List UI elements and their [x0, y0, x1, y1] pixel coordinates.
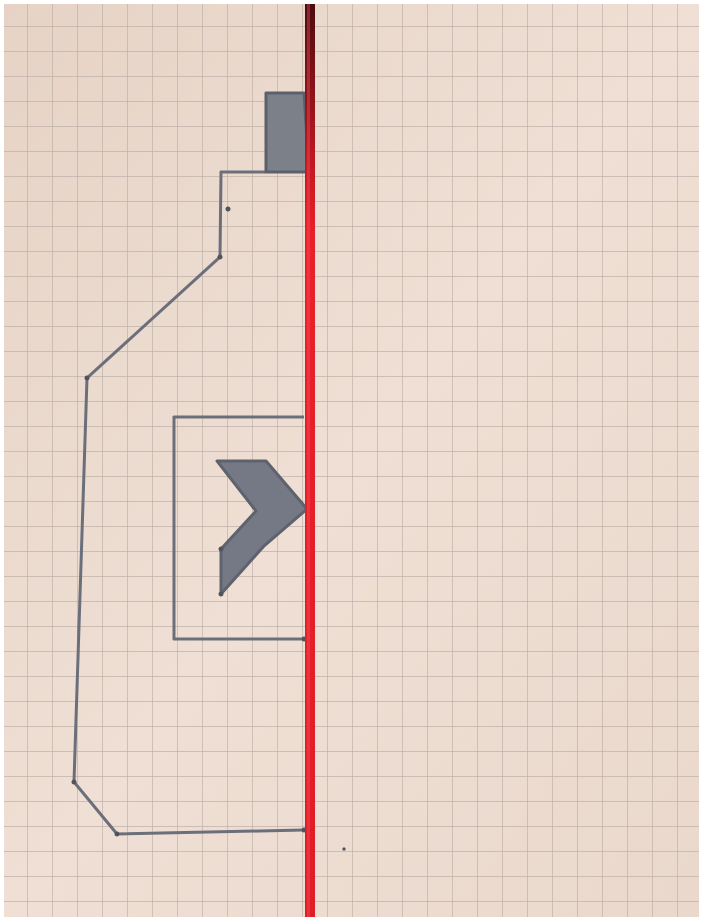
mirror-line-highlight — [307, 4, 310, 917]
graph-paper-photo — [4, 4, 699, 917]
bottle-cap — [266, 93, 309, 172]
drawing-canvas — [4, 4, 699, 917]
grid-lines — [4, 4, 699, 917]
